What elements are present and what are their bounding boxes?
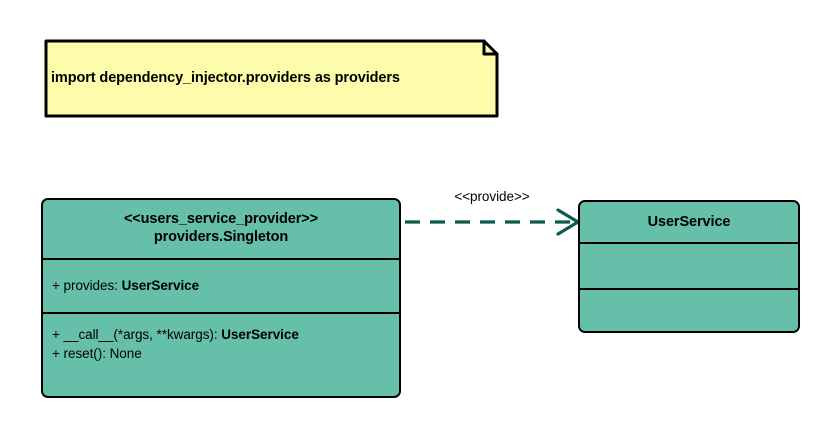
operation-label: + reset(): None (52, 346, 142, 362)
attribute-type: UserService (121, 278, 200, 294)
operation-row: + reset(): None (52, 344, 399, 363)
attribute-row: + provides: UserService (52, 276, 199, 295)
operation-type: UserService (221, 327, 299, 342)
note-shape-icon (44, 39, 499, 118)
class-stereotype: <<users_service_provider>> (123, 211, 319, 228)
class-name: UserService (647, 214, 731, 230)
note-text: import dependency_injector.providers as … (51, 70, 400, 86)
class-header-user-service: UserService (580, 202, 798, 242)
class-operations-compartment (580, 288, 798, 331)
class-header-users-service-provider: <<users_service_provider>> providers.Sin… (43, 200, 399, 258)
class-box-users-service-provider[interactable]: <<users_service_provider>> providers.Sin… (41, 198, 401, 398)
import-note[interactable]: import dependency_injector.providers as … (40, 38, 500, 122)
class-attributes-compartment (580, 242, 798, 288)
attribute-label: + provides: (52, 278, 122, 294)
connector-label: <<provide>> (454, 189, 530, 204)
operation-label: + __call__(*args, **kwargs): (52, 327, 222, 342)
operation-row: + __call__(*args, **kwargs): UserService (52, 325, 399, 344)
class-attributes-compartment: + provides: UserService (43, 258, 399, 312)
class-operations-compartment: + __call__(*args, **kwargs): UserService… (43, 312, 399, 395)
class-box-user-service[interactable]: UserService (578, 200, 800, 333)
class-name: providers.Singleton (153, 229, 289, 245)
